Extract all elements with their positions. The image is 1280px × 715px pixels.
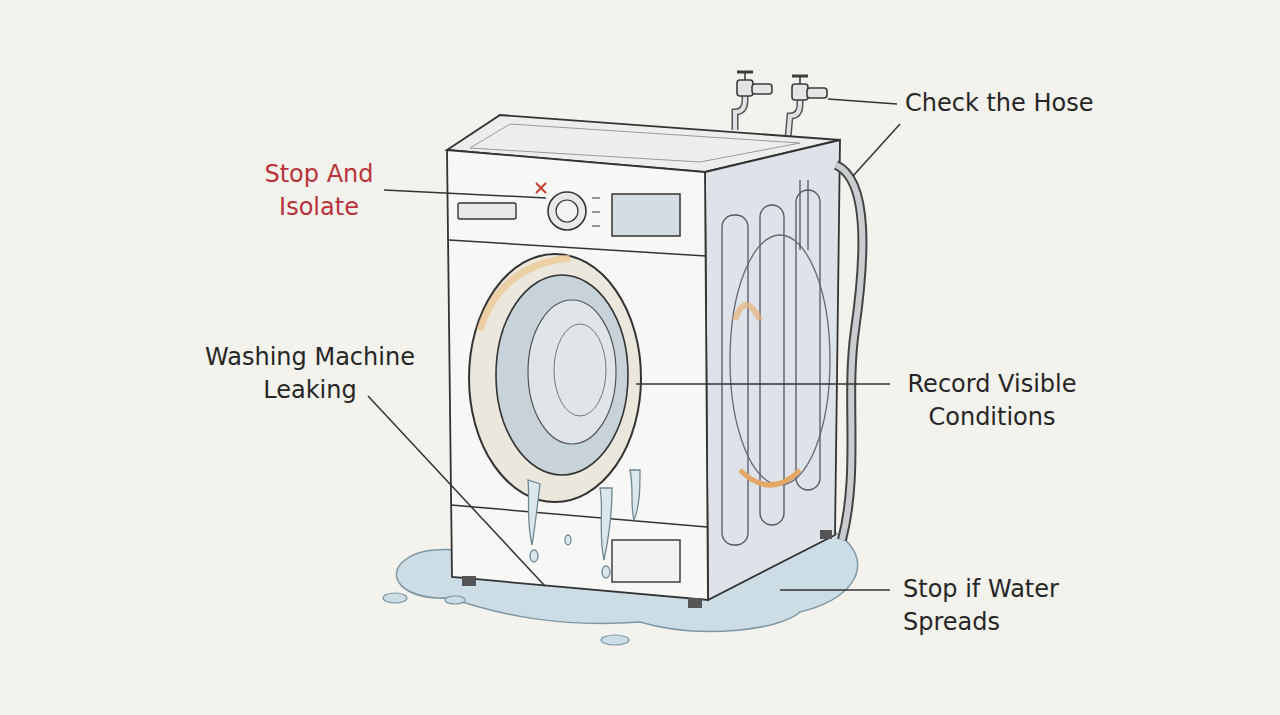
callout-label: Stop if Water Spreads: [903, 573, 1093, 639]
stop-mark: [536, 183, 546, 193]
water-drop: [445, 596, 465, 604]
machine-front: [447, 150, 708, 600]
water-taps: [735, 72, 827, 138]
machine-foot: [820, 530, 832, 539]
callout-label: Washing Machine Leaking: [192, 341, 428, 407]
panel-ticks: [592, 198, 600, 226]
machine-foot: [688, 598, 702, 608]
program-dial: [556, 200, 578, 222]
side-internals: [722, 180, 830, 545]
door-glass: [496, 275, 628, 475]
base-line: [451, 505, 707, 527]
drum-inner: [554, 324, 606, 416]
drain-hose: [836, 165, 862, 540]
leader-lines: [368, 99, 900, 590]
filter-door: [612, 540, 680, 582]
drum: [528, 300, 616, 444]
water-drop: [601, 635, 629, 645]
water-drop: [383, 593, 407, 603]
door-ring: [469, 254, 641, 502]
machine-side: [705, 140, 840, 600]
program-dial: [548, 192, 586, 230]
callout-label: Record Visible Conditions: [892, 368, 1092, 434]
display-screen: [612, 194, 680, 236]
panel-line: [449, 240, 706, 256]
drain-hose: [836, 165, 862, 540]
warning-label: Stop And Isolate: [250, 158, 388, 224]
callout-label: Check the Hose: [905, 87, 1135, 120]
detergent-drawer: [458, 203, 516, 219]
machine-foot: [462, 576, 476, 586]
